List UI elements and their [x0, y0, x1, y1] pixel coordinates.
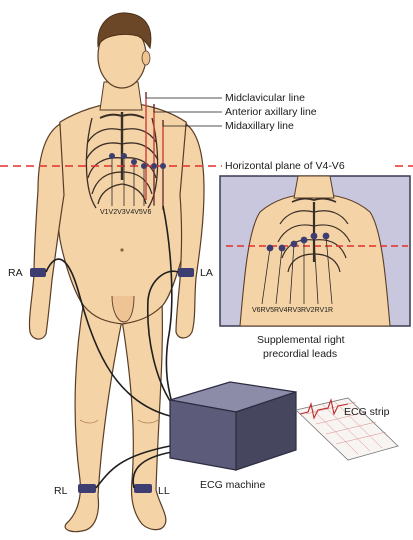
label-anterior-axillary: Anterior axillary line — [225, 106, 317, 118]
label-ecg-machine: ECG machine — [200, 479, 266, 491]
electrode-v2r — [311, 233, 318, 240]
supplemental-caption-line1: Supplemental right — [257, 334, 345, 346]
ear — [142, 51, 150, 65]
electrode-v3 — [131, 159, 137, 165]
right-arm — [29, 124, 64, 339]
label-ecg-strip: ECG strip — [344, 406, 390, 418]
chest-leads-label: V1V2V3V4V5V6 — [100, 209, 151, 216]
electrode-v5r — [279, 245, 286, 252]
inset-neck — [294, 176, 334, 198]
electrode-v6r — [267, 245, 274, 252]
electrode-rl — [78, 484, 96, 493]
electrode-v5 — [151, 163, 157, 169]
label-midaxillary: Midaxillary line — [225, 120, 294, 132]
electrode-v1r — [323, 233, 330, 240]
label-la: LA — [200, 267, 213, 279]
supplemental-caption-line2: precordial leads — [263, 348, 337, 360]
electrode-v1 — [109, 153, 115, 159]
label-horizontal-plane: Horizontal plane of V4-V6 — [225, 160, 345, 172]
electrode-v6 — [160, 163, 166, 169]
ecg-machine-front — [170, 400, 236, 470]
electrode-v4 — [141, 163, 147, 169]
electrode-v2 — [121, 153, 127, 159]
navel — [120, 248, 123, 251]
electrode-v4r — [291, 241, 298, 248]
right-leg — [65, 300, 122, 532]
ecg-machine — [170, 382, 296, 470]
electrode-ll — [134, 484, 152, 493]
label-ra: RA — [8, 267, 23, 279]
electrode-ra — [30, 268, 46, 277]
electrode-v3r — [301, 237, 308, 244]
inset-leads-label: V6RV5RV4RV3RV2RV1R — [252, 307, 333, 314]
inset-supplemental-leads: V6RV5RV4RV3RV2RV1R — [220, 176, 410, 326]
label-ll: LL — [158, 485, 170, 497]
label-midclavicular: Midclavicular line — [225, 92, 305, 104]
label-rl: RL — [54, 485, 68, 497]
electrode-la — [178, 268, 194, 277]
